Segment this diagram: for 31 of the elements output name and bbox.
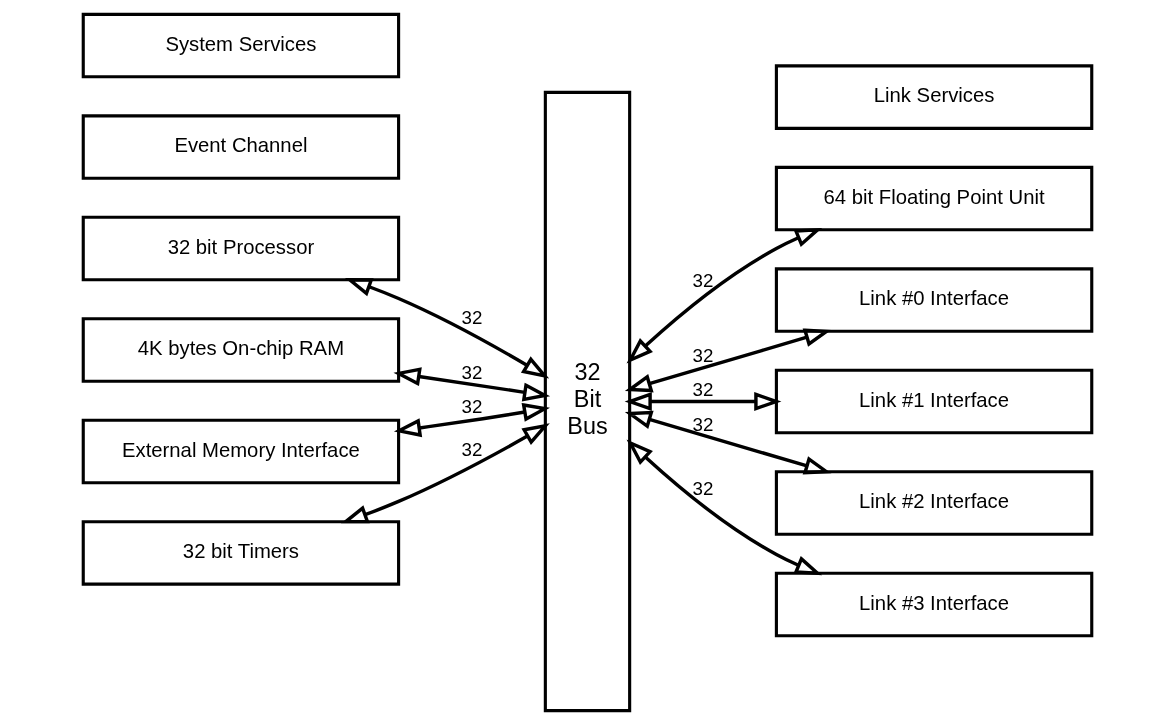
- node-box: 64 bit Floating Point Unit: [774, 165, 1094, 232]
- edge-label: 32: [692, 413, 714, 435]
- arrow: [624, 328, 832, 393]
- arrow: [344, 278, 550, 379]
- node-box: Link #0 Interface: [774, 267, 1094, 333]
- node-box: Link Services: [774, 64, 1094, 130]
- node-box: Link #1 Interface: [774, 368, 1094, 435]
- edge-label: 32: [692, 477, 714, 499]
- node-box: 32 Bit Bus: [543, 90, 632, 713]
- edge-label: 32: [461, 396, 483, 418]
- arrow: [393, 367, 551, 402]
- arrow: [393, 402, 550, 438]
- edge-label: 32: [692, 344, 714, 366]
- node-box: External Memory Interface: [81, 418, 401, 485]
- arrow: [340, 423, 550, 524]
- node-box: Link #3 Interface: [774, 571, 1094, 638]
- edge-label: 32: [692, 379, 714, 401]
- arrow: [624, 410, 832, 475]
- edge-label: 32: [461, 307, 483, 329]
- edge-label: 32: [692, 269, 714, 291]
- node-box: System Services: [81, 12, 401, 79]
- arrow: [626, 439, 823, 576]
- node-box: 32 bit Processor: [81, 215, 401, 282]
- node-box: 32 bit Timers: [81, 520, 401, 586]
- node-box: Event Channel: [81, 114, 401, 180]
- node-box: Link #2 Interface: [774, 470, 1094, 536]
- arrow: [626, 227, 823, 364]
- edge-label: 32: [461, 438, 483, 460]
- arrow: [624, 392, 782, 412]
- edge-label: 32: [461, 362, 483, 384]
- node-box: 4K bytes On-chip RAM: [81, 317, 401, 383]
